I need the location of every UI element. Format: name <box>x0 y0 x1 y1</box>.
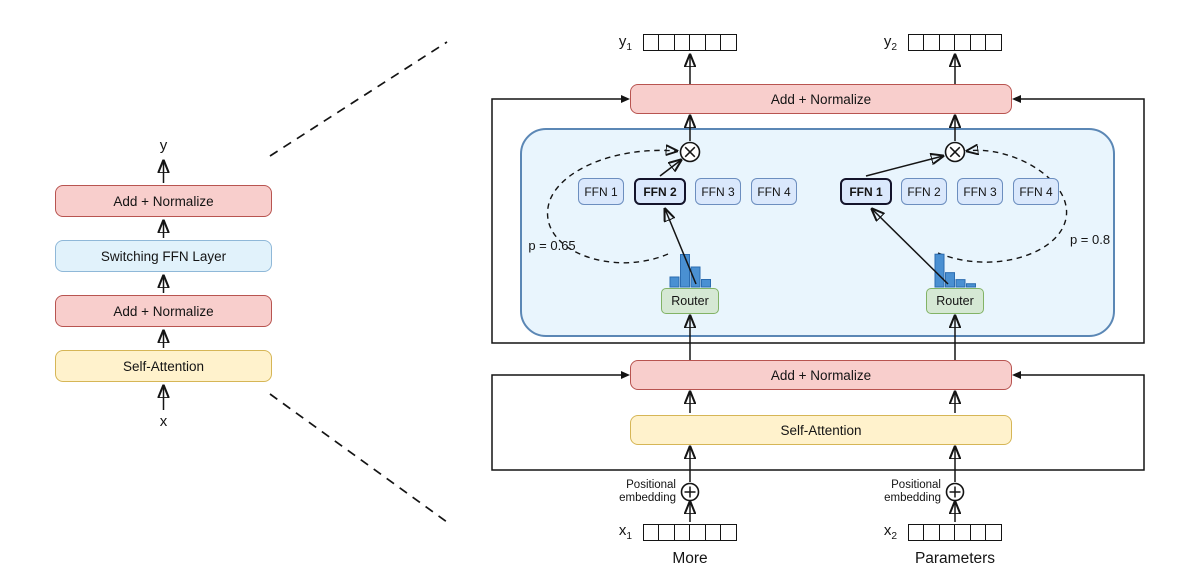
ffn-2-left: FFN 2 <box>634 178 686 205</box>
multiply-icon <box>679 141 701 163</box>
router-left: Router <box>661 288 719 314</box>
gate-probability-right: p = 0.8 <box>1069 232 1111 247</box>
y2-vector <box>908 34 1003 51</box>
detail-self-attention: Self-Attention <box>630 415 1012 445</box>
router-histogram-right <box>934 253 976 288</box>
stack-switching-ffn-layer: Switching FFN Layer <box>55 240 272 272</box>
multiply-icon <box>944 141 966 163</box>
positional-embedding-label-right: Positional embedding <box>884 479 941 504</box>
positional-embedding-label-left: Positional embedding <box>619 479 676 504</box>
residual-arrowhead <box>1012 95 1021 103</box>
residual-arrowhead <box>621 371 630 379</box>
residual-arrowhead <box>1012 371 1021 379</box>
router-histogram-left <box>669 254 711 288</box>
vector-cell <box>985 524 1003 541</box>
switching-ffn-container <box>520 128 1115 337</box>
plus-icon <box>945 482 965 502</box>
token-word-parameters: Parameters <box>914 550 996 567</box>
y1-label: y1 <box>618 33 632 53</box>
vector-cell <box>720 524 738 541</box>
x2-label: x2 <box>883 522 897 542</box>
y2-label: y2 <box>883 33 897 53</box>
expand-line-bottom <box>269 393 448 523</box>
plus-icon <box>680 482 700 502</box>
residual-path-lower <box>491 374 1145 471</box>
y1-vector <box>643 34 738 51</box>
arrow-router-to-ffn <box>665 209 697 285</box>
x1-label: x1 <box>618 522 632 542</box>
x1-vector <box>643 524 738 541</box>
router-right: Router <box>926 288 984 314</box>
stack-add-normalize-top: Add + Normalize <box>55 185 272 217</box>
ffn-4-right: FFN 4 <box>1013 178 1059 205</box>
vector-cell <box>720 34 738 51</box>
residual-arrowhead <box>621 95 630 103</box>
arrow-router-to-ffn <box>872 209 949 285</box>
x2-vector <box>908 524 1003 541</box>
ffn-3-right: FFN 3 <box>957 178 1003 205</box>
gate-curve-right <box>937 150 1068 263</box>
stack-self-attention: Self-Attention <box>55 350 272 382</box>
gate-curve-left <box>546 150 677 264</box>
ffn-4-left: FFN 4 <box>751 178 797 205</box>
stack-output-label: y <box>159 137 168 154</box>
stack-add-normalize-bottom: Add + Normalize <box>55 295 272 327</box>
ffn-2-right: FFN 2 <box>901 178 947 205</box>
token-word-more: More <box>672 550 708 567</box>
vector-cell <box>985 34 1003 51</box>
detail-add-normalize-top: Add + Normalize <box>630 84 1012 114</box>
arrow-ffn-to-mul <box>659 160 681 177</box>
ffn-3-left: FFN 3 <box>695 178 741 205</box>
ffn-1-right: FFN 1 <box>840 178 892 205</box>
stack-input-label: x <box>159 413 168 430</box>
detail-add-normalize-mid: Add + Normalize <box>630 360 1012 390</box>
gate-probability-left: p = 0.65 <box>528 238 576 253</box>
ffn-1-left: FFN 1 <box>578 178 624 205</box>
expand-line-top <box>269 41 448 157</box>
arrow-ffn-to-mul <box>865 156 943 177</box>
residual-path-upper <box>491 98 1145 344</box>
